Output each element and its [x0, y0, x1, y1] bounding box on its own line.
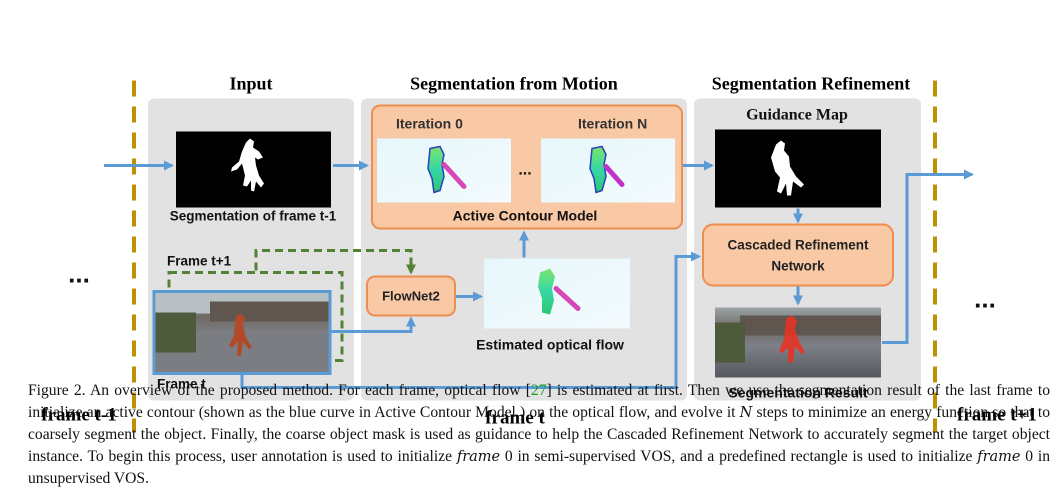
guidance-map-label: Guidance Map	[746, 107, 848, 124]
arrow-frame-t-to-flownet	[331, 316, 416, 333]
ellipsis-right: ...	[974, 284, 996, 314]
iteration-n-label: Iteration N	[578, 116, 647, 132]
prev-segmentation-mask	[176, 131, 331, 208]
flownet2-label: FlowNet2	[382, 289, 440, 304]
crn-label-line2: Network	[771, 259, 825, 274]
arrow-result-to-next	[882, 169, 974, 344]
prev-segmentation-label: Segmentation of frame t-1	[170, 209, 337, 224]
section-title-motion: Segmentation from Motion	[410, 74, 618, 94]
frame-t-box	[152, 290, 332, 375]
bottom-label-prev: frame t-1	[41, 405, 116, 426]
segmentation-result-label: Segmentation Result	[728, 385, 868, 401]
section-title-refine: Segmentation Refinement	[712, 74, 910, 94]
ellipsis-left: ...	[68, 259, 90, 289]
citation-link[interactable]: 27	[530, 382, 547, 399]
flow-iteration-n-image	[541, 138, 675, 203]
figure-caption: Figure 2. An overview of the proposed me…	[28, 380, 1050, 490]
frame-t-label: Frame t	[157, 377, 206, 392]
caption-math-frame-a: frame	[456, 448, 501, 465]
caption-text-5: 0 in unsupervised VOS.	[28, 447, 1050, 488]
arrow-frame-t-to-crn	[240, 251, 701, 389]
caption-text-2: ] is estimated at first. Then we use the…	[28, 382, 1050, 421]
caption-text-4: 0 in semi-supervised VOS, and a predefin…	[500, 447, 978, 465]
guidance-map-image	[715, 129, 881, 208]
segmentation-result-image	[715, 307, 881, 378]
crn-label-line1: Cascaded Refinement	[727, 238, 869, 253]
caption-math-frame-b: frame	[977, 448, 1021, 465]
frame-next-label: Frame t+1	[167, 254, 232, 269]
flow-iteration-0-image	[377, 138, 511, 203]
caption-text-1: Figure 2. An overview of the proposed me…	[28, 382, 531, 399]
section-title-input: Input	[229, 74, 272, 94]
bottom-label-next: frame t+1	[957, 405, 1037, 426]
estimated-flow-image	[484, 258, 630, 329]
cascaded-refinement-network-box	[702, 223, 894, 287]
bottom-label-current: frame t	[485, 408, 545, 429]
estimated-flow-label: Estimated optical flow	[476, 337, 624, 353]
caption-math-n: N	[739, 404, 753, 421]
iteration-0-label: Iteration 0	[396, 116, 463, 132]
active-contour-model-label: Active Contour Model	[453, 208, 598, 224]
caption-text-3: steps to minimize an energy function so …	[28, 403, 1050, 465]
iteration-ellipsis: ...	[518, 162, 531, 179]
frame-t-photo	[154, 291, 330, 374]
frame-next-to-flownet-arrow	[254, 249, 416, 275]
flownet2-box	[366, 275, 456, 317]
